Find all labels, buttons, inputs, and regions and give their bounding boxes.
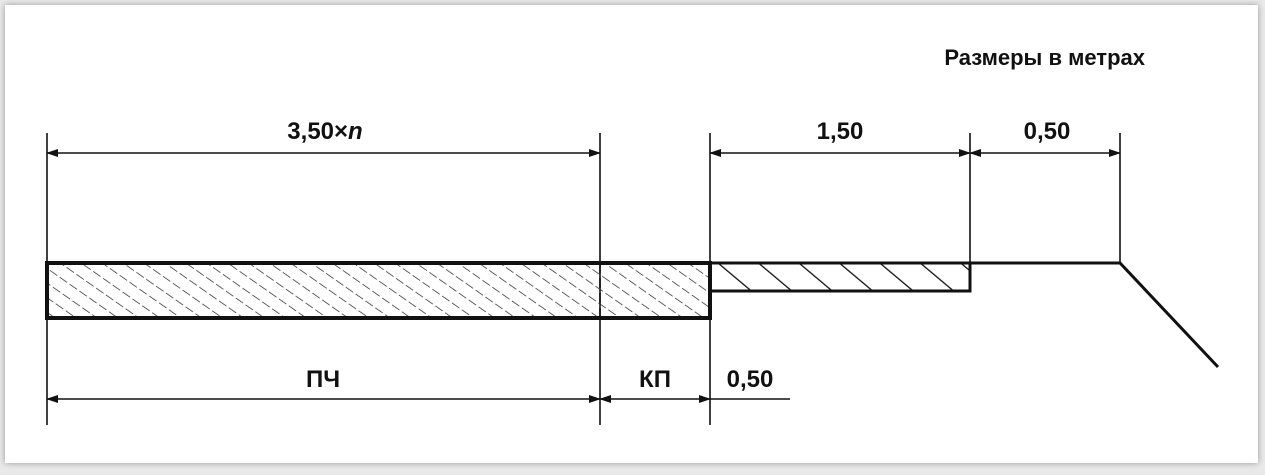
carriageway-width-label: 3,50×n <box>287 118 362 145</box>
verge-width-label: 0,50 <box>1024 118 1071 145</box>
offset-label: 0,50 <box>727 366 774 393</box>
edge-strip-label: КП <box>639 366 671 393</box>
verge-and-slope <box>970 261 1220 369</box>
sidewalk-width-label: 1,50 <box>817 118 864 145</box>
carriageway-slab <box>45 261 712 320</box>
cross-section-diagram: Размеры в метрах 3,50×n 1,50 0,50 ПЧ КП … <box>45 45 1220 425</box>
units-note: Размеры в метрах <box>944 45 1145 70</box>
carriageway-label: ПЧ <box>306 366 340 393</box>
diagram-frame: Размеры в метрах 3,50×n 1,50 0,50 ПЧ КП … <box>5 5 1258 463</box>
sidewalk-slab <box>708 261 972 293</box>
